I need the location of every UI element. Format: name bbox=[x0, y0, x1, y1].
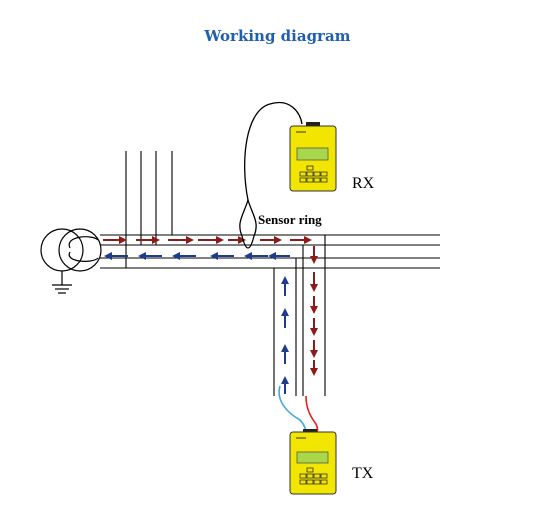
tx-device bbox=[289, 429, 337, 495]
rx-device bbox=[289, 122, 337, 192]
busbar-lines bbox=[100, 234, 440, 269]
rx-label: RX bbox=[352, 175, 375, 192]
sensor-ring bbox=[239, 101, 303, 249]
blue-test-lead bbox=[278, 385, 307, 435]
branch-lines bbox=[273, 235, 326, 396]
tx-label: TX bbox=[352, 465, 374, 482]
diagram-title: Working diagram bbox=[204, 27, 351, 45]
transformer-symbol bbox=[40, 228, 102, 294]
sensor-ring-label: Sensor ring bbox=[258, 212, 322, 227]
feeder-lines bbox=[125, 151, 173, 268]
